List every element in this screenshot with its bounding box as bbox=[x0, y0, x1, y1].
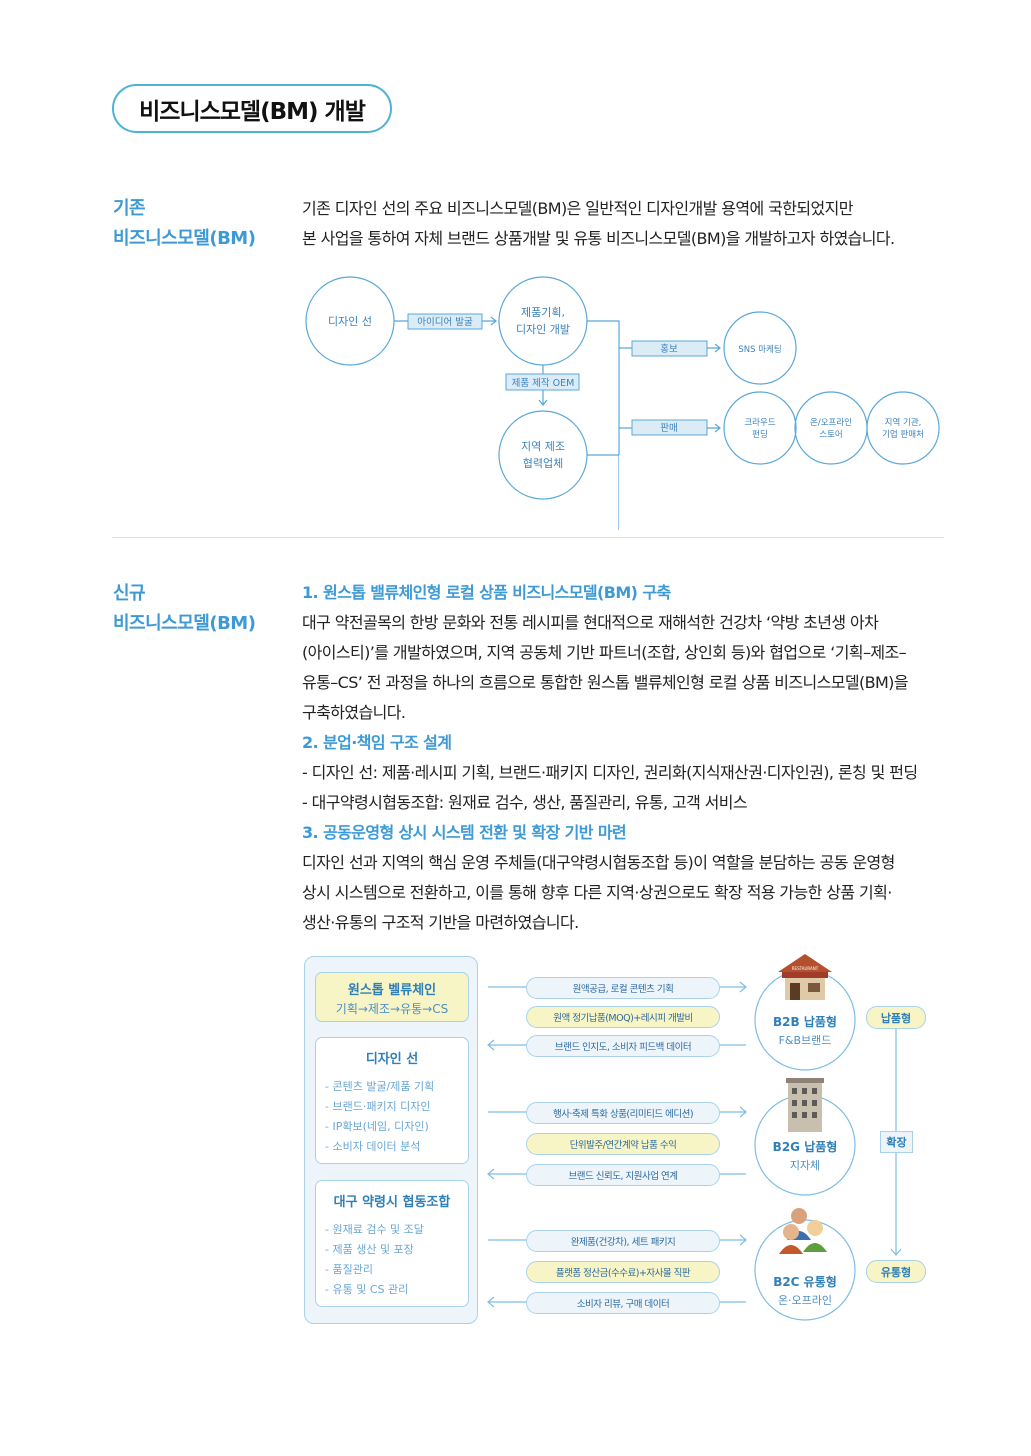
paragraph-line: 상시 시스템으로 전환하고, 이를 통해 향후 다른 지역·상권으로도 확장 적… bbox=[302, 883, 892, 902]
flow-pill-feedback: 소비자 리뷰, 구매 데이터 bbox=[526, 1292, 720, 1314]
node-sns bbox=[723, 311, 797, 385]
node-label: 제품기획, bbox=[521, 306, 565, 319]
existing-text-line: 본 사업을 통하여 자체 브랜드 상품개발 및 유통 비즈니스모델(BM)을 개… bbox=[302, 229, 895, 248]
restaurant-sign: RESTAURANT bbox=[792, 966, 819, 971]
flow-pill-feedback: 브랜드 인지도, 소비자 피드백 데이터 bbox=[526, 1035, 720, 1057]
node-label: 지역 기관, bbox=[885, 417, 922, 428]
node-label: 협력업체 bbox=[523, 457, 563, 470]
role-item: - 품질관리 bbox=[325, 1263, 373, 1276]
role-item: - 원재료 검수 및 조달 bbox=[325, 1223, 424, 1236]
node-label: 디자인 개발 bbox=[516, 323, 570, 336]
valuechain-box: 원스톱 벨류체인 기획→제조→유통→CS bbox=[315, 972, 469, 1022]
existing-bm-diagram: 디자인 선 아이디어 발굴 제품기획, 디자인 개발 제품 제작 OEM 지역 … bbox=[305, 276, 940, 530]
partners-panel: 원스톱 벨류체인 기획→제조→유통→CS 디자인 선 - 콘텐츠 발굴/제품 기… bbox=[304, 956, 478, 1324]
existing-text: 기존 디자인 선의 주요 비즈니스모델(BM)은 일반적인 디자인개발 용역에 … bbox=[302, 194, 952, 254]
connector bbox=[587, 320, 620, 530]
node-local-maker bbox=[498, 410, 588, 500]
role-item: - 콘텐츠 발굴/제품 기획 bbox=[325, 1080, 435, 1093]
new-label: 신규 비즈니스모델(BM) bbox=[113, 579, 256, 639]
target-title: B2G 납품형 bbox=[773, 1139, 838, 1154]
node-agency bbox=[866, 391, 940, 465]
heading-3: 3. 공동운영형 상시 시스템 전환 및 확장 기반 마련 bbox=[302, 823, 627, 842]
paragraph-line: (아이스티)’를 개발하였으며, 지역 공동체 기반 파트너(조합, 상인회 등… bbox=[302, 643, 907, 662]
type-expand-tag: 확장 bbox=[880, 1131, 913, 1153]
node-label: 온/오프라인 bbox=[810, 417, 852, 428]
new-label-line1: 신규 bbox=[113, 583, 146, 604]
target-title: B2C 유통형 bbox=[773, 1274, 837, 1289]
flow-lines: RESTAURANT B2B 납품형 B2G 납품형 B2C 유통형 F&B브랜… bbox=[487, 954, 902, 1321]
flow-pill: 완제품(건강차), 세트 패키지 bbox=[526, 1230, 720, 1252]
design-sun-box: 디자인 선 - 콘텐츠 발굴/제품 기획 - 브랜드·패키지 디자인 - IP확… bbox=[315, 1037, 469, 1164]
node-crowd bbox=[723, 391, 797, 465]
node-store bbox=[794, 391, 868, 465]
role-item: - IP확보(네임, 디자인) bbox=[325, 1120, 429, 1133]
existing-label-line2: 비즈니스모델(BM) bbox=[113, 228, 256, 249]
role-item: - 제품 생산 및 포장 bbox=[325, 1243, 414, 1256]
target-sub: 온·오프라인 bbox=[778, 1294, 832, 1307]
heading-1: 1. 원스톱 밸류체인형 로컬 상품 비즈니스모델(BM) 구축 bbox=[302, 583, 671, 602]
edge-label: 아이디어 발굴 bbox=[417, 317, 473, 328]
paragraph-line: 대구 약전골목의 한방 문화와 전통 레시피를 현대적으로 재해석한 건강차 ‘… bbox=[302, 613, 879, 632]
new-label-line2: 비즈니스모델(BM) bbox=[113, 613, 256, 634]
paragraph-line: 유통–CS’ 전 과정을 하나의 흐름으로 통합한 원스톱 밸류체인형 로컬 상… bbox=[302, 673, 909, 692]
existing-label: 기존 비즈니스모델(BM) bbox=[113, 194, 256, 254]
paragraph-line: - 디자인 선: 제품·레시피 기획, 브랜드·패키지 디자인, 권리화(지식재… bbox=[302, 763, 918, 782]
node-label: 스토어 bbox=[819, 429, 842, 440]
node-label: 지역 제조 bbox=[521, 440, 565, 453]
building-icon bbox=[786, 1078, 824, 1132]
paragraph-line: 구축하였습니다. bbox=[302, 703, 406, 722]
section-divider bbox=[112, 537, 944, 538]
edge-label: 홍보 bbox=[660, 343, 678, 355]
role-item: - 브랜드·패키지 디자인 bbox=[325, 1100, 431, 1113]
existing-label-line1: 기존 bbox=[113, 198, 146, 219]
target-sub: F&B브랜드 bbox=[779, 1034, 832, 1047]
node-label: 펀딩 bbox=[752, 429, 768, 440]
valuechain-sub: 기획→제조→유통→CS bbox=[335, 1002, 449, 1016]
existing-text-line: 기존 디자인 선의 주요 비즈니스모델(BM)은 일반적인 디자인개발 용역에 … bbox=[302, 199, 853, 218]
target-title: B2B 납품형 bbox=[773, 1014, 837, 1029]
restaurant-icon: RESTAURANT bbox=[778, 954, 832, 1000]
flow-pill-revenue: 플랫폼 정산금(수수료)+자사몰 직판 bbox=[526, 1261, 720, 1283]
heading-2: 2. 분업·책임 구조 설계 bbox=[302, 733, 452, 752]
role-item: - 유통 및 CS 관리 bbox=[325, 1283, 409, 1296]
edge-label: 판매 bbox=[660, 423, 677, 434]
type-supply-tag: 납품형 bbox=[866, 1006, 926, 1029]
node-label: SNS 마케팅 bbox=[738, 344, 781, 355]
flow-pill-feedback: 브랜드 신뢰도, 지원사업 연계 bbox=[526, 1164, 720, 1186]
flow-pill-revenue: 원액 정기납품(MOQ)+레시피 개발비 bbox=[526, 1006, 720, 1028]
edge-label: 제품 제작 OEM bbox=[512, 378, 575, 389]
coop-title: 대구 약령시 협동조합 bbox=[333, 1195, 451, 1210]
flow-pill: 원액공급, 로컬 콘텐츠 기획 bbox=[526, 977, 720, 999]
node-planning bbox=[498, 276, 588, 366]
design-sun-title: 디자인 선 bbox=[365, 1052, 419, 1067]
type-distribution-tag: 유통형 bbox=[866, 1260, 926, 1283]
target-sub: 지자체 bbox=[790, 1159, 820, 1172]
new-text: 1. 원스톱 밸류체인형 로컬 상품 비즈니스모델(BM) 구축 대구 약전골목… bbox=[302, 578, 952, 938]
node-label: 디자인 선 bbox=[328, 315, 372, 328]
paragraph-line: 생산·유통의 구조적 기반을 마련하였습니다. bbox=[302, 913, 579, 932]
role-item: - 소비자 데이터 분석 bbox=[325, 1140, 421, 1153]
flow-pill-revenue: 단위발주/연간계약 납품 수익 bbox=[526, 1133, 720, 1155]
flow-pill: 행사·축제 특화 상품(리미티드 에디션) bbox=[526, 1102, 720, 1124]
coop-box: 대구 약령시 협동조합 - 원재료 검수 및 조달 - 제품 생산 및 포장 -… bbox=[315, 1180, 469, 1307]
page-title: 비즈니스모델(BM) 개발 bbox=[112, 84, 392, 133]
node-label: 크라우드 bbox=[744, 418, 775, 428]
node-label: 기업 판매처 bbox=[882, 430, 924, 440]
paragraph-line: - 대구약령시협동조합: 원재료 검수, 생산, 품질관리, 유통, 고객 서비… bbox=[302, 793, 748, 812]
paragraph-line: 디자인 선과 지역의 핵심 운영 주체들(대구약령시협동조합 등)이 역할을 분… bbox=[302, 853, 895, 872]
valuechain-title: 원스톱 벨류체인 bbox=[347, 983, 437, 998]
people-icon bbox=[779, 1208, 827, 1254]
